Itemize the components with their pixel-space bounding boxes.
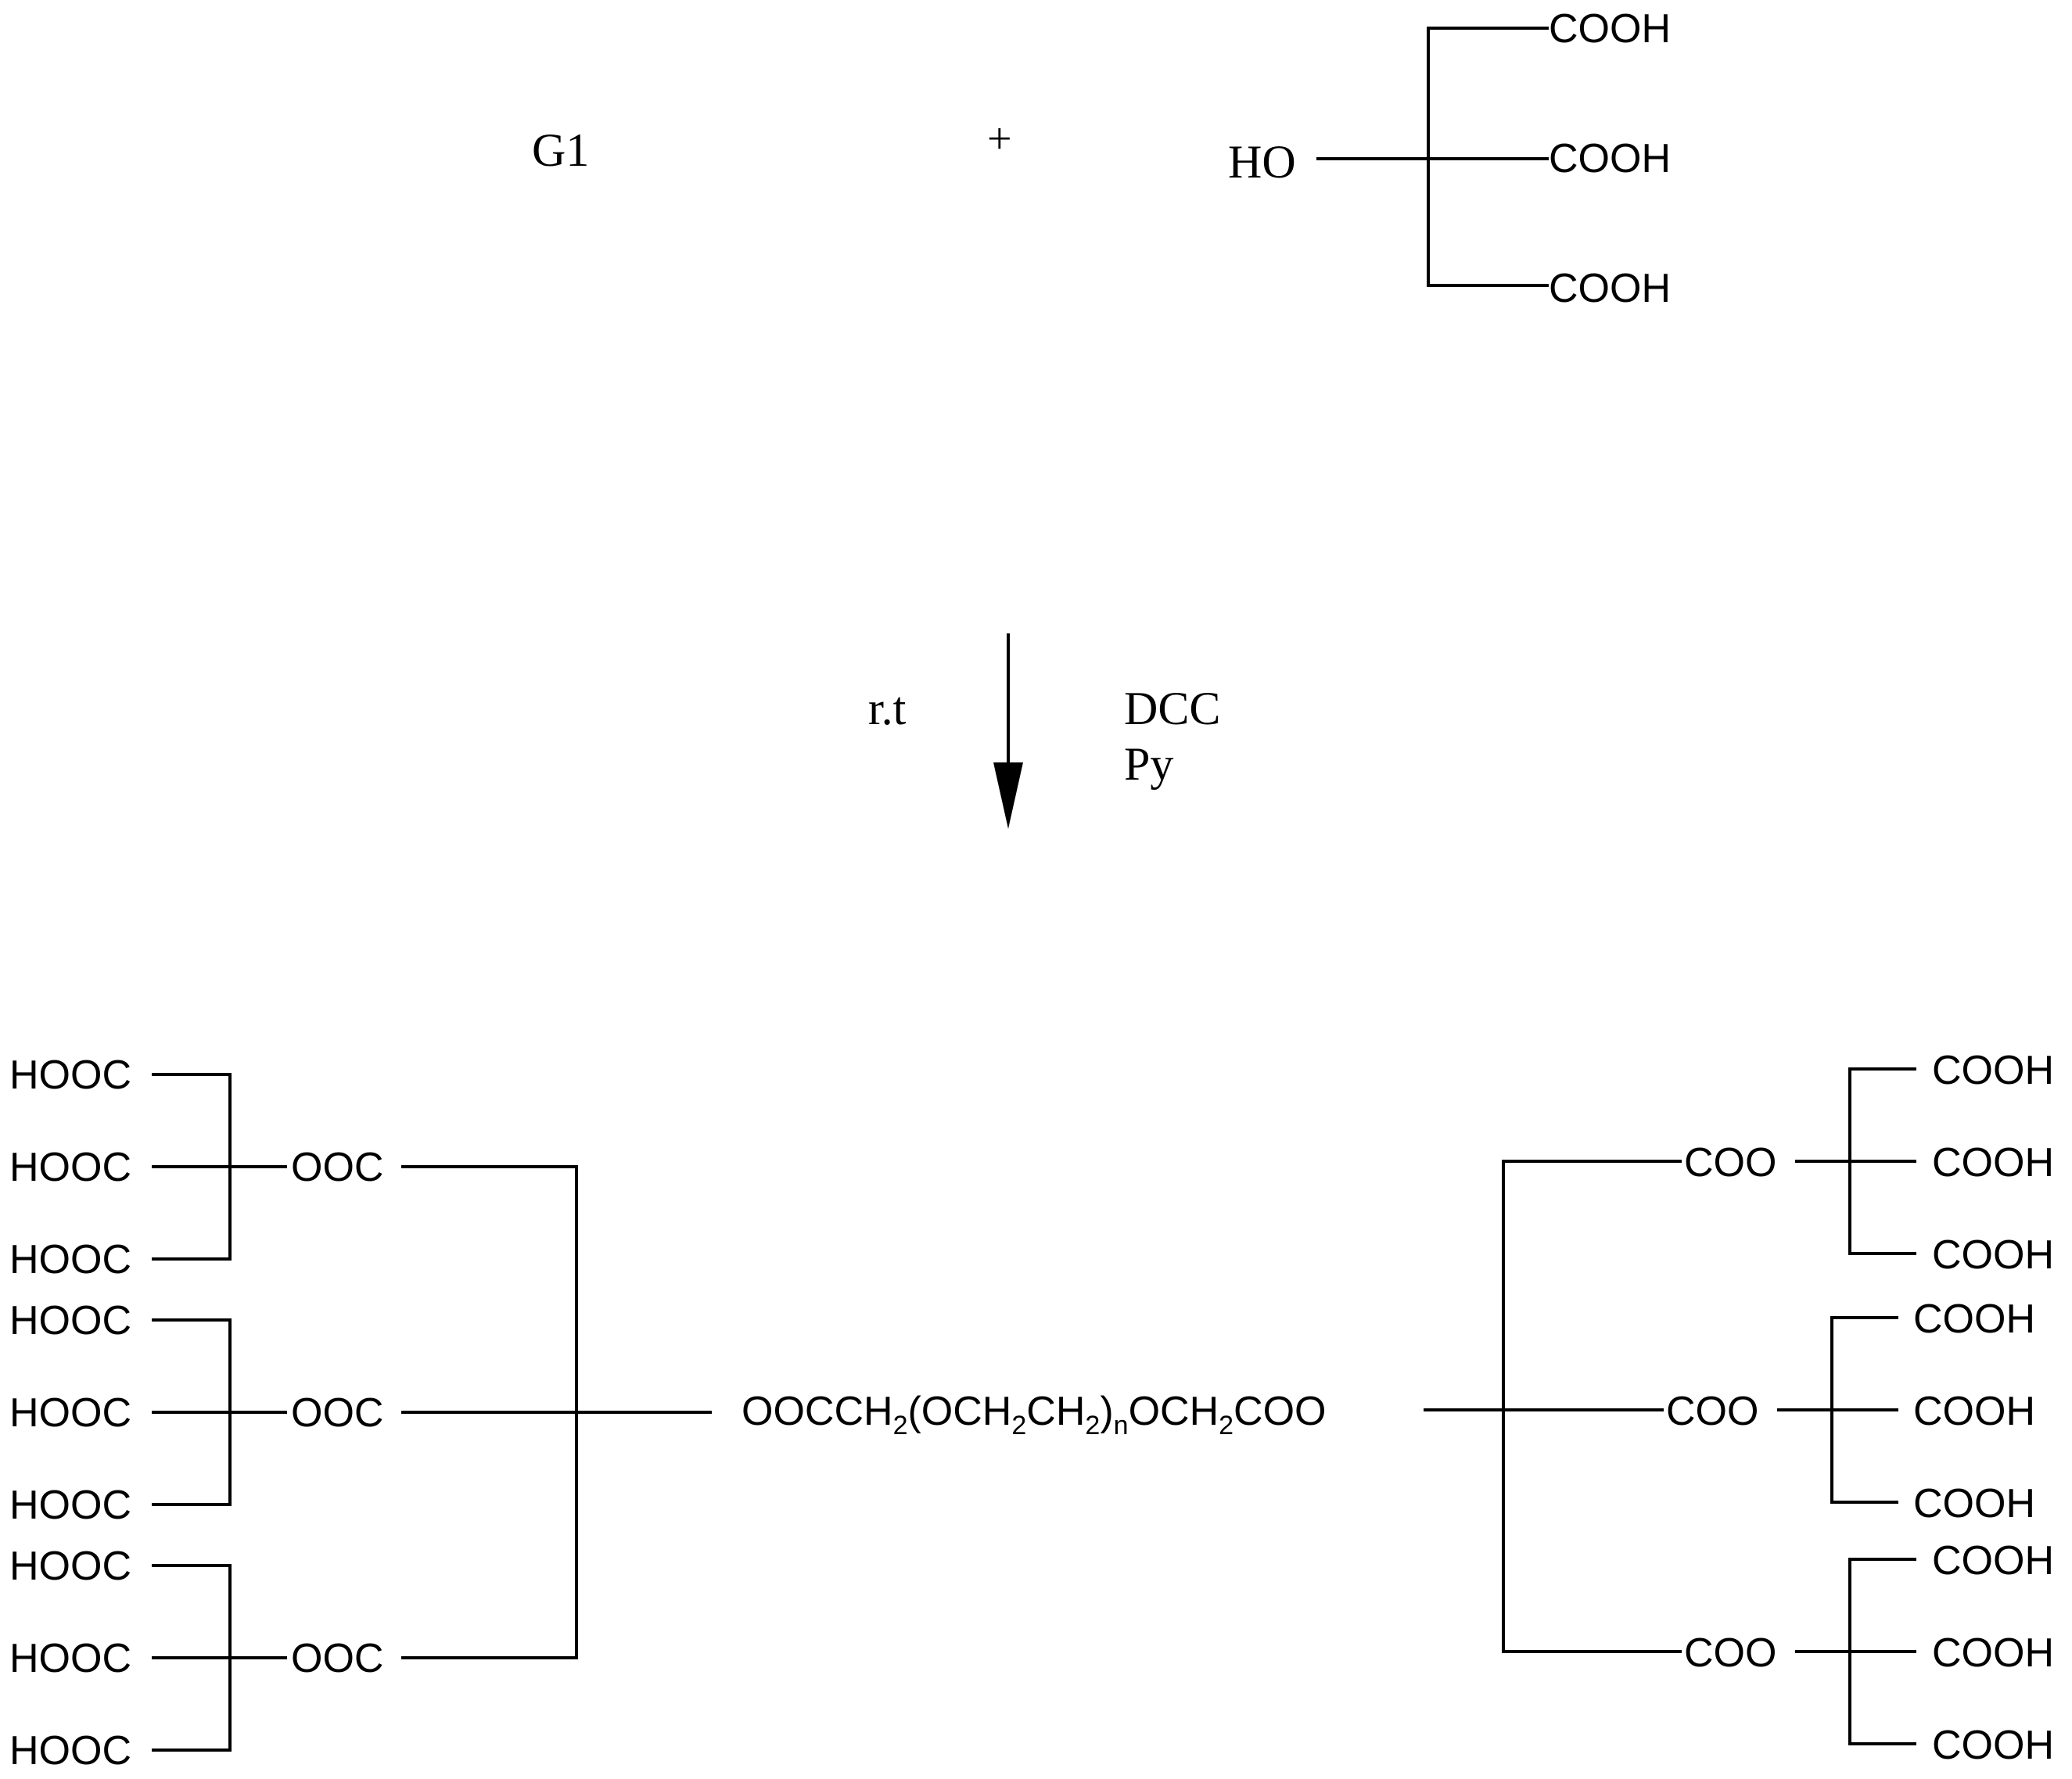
reaction-arrow-group: r.t DCC Py [868,633,1220,829]
cooh-label: COOH [1913,1297,2035,1342]
left-branch: OOC HOOC HOOC HOOC [9,1298,383,1528]
ester-label: COO [1666,1389,1758,1434]
right-branch: COO COOH COOH COOH [1666,1297,2035,1526]
cooh-label: COOH [1549,266,1671,311]
ester-label: COO [1684,1630,1776,1676]
reactants: G1 + HO COOH COOH COOH [532,6,1671,311]
cooh-label: COOH [1932,1538,2054,1584]
hooc-label: HOOC [9,1298,131,1343]
cooh-label: COOH [1932,1140,2054,1185]
cooh-label: COOH [1549,136,1671,181]
g1-label: G1 [532,124,589,176]
right-branch: COO COOH COOH COOH [1684,1048,2054,1278]
left-branch: OOC HOOC HOOC HOOC [9,1544,383,1774]
hooc-label: HOOC [9,1728,131,1774]
cooh-label: COOH [1549,6,1671,52]
hooc-label: HOOC [9,1390,131,1436]
arrow-head-icon [993,762,1023,829]
citric-acid-reactant: HO COOH COOH COOH [1228,6,1671,311]
ester-label: COO [1684,1140,1776,1185]
left-branch: OOC HOOC HOOC HOOC [9,1053,383,1282]
condition-temperature: r.t [868,683,907,734]
hooc-label: HOOC [9,1483,131,1528]
product: OOCCH2(OCH2CH2)nOCH2COO OOC HOOC HOOC HO… [9,1048,2054,1774]
right-hub [1424,1160,1682,1653]
ester-label: OOC [291,1390,383,1436]
right-branch: COO COOH COOH COOH [1684,1538,2054,1768]
condition-reagent-dcc: DCC [1124,683,1220,734]
plus-sign: + [987,115,1012,163]
hooc-label: HOOC [9,1544,131,1589]
condition-reagent-py: Py [1124,738,1173,790]
hooc-label: HOOC [9,1053,131,1098]
cooh-label: COOH [1913,1389,2035,1434]
ester-label: OOC [291,1145,383,1190]
cooh-label: COOH [1932,1048,2054,1093]
ho-label: HO [1228,136,1296,188]
hooc-label: HOOC [9,1145,131,1190]
cooh-label: COOH [1913,1481,2035,1526]
left-hub [401,1165,712,1659]
cooh-label: COOH [1932,1232,2054,1278]
hooc-label: HOOC [9,1636,131,1681]
ester-label: OOC [291,1636,383,1681]
hooc-label: HOOC [9,1237,131,1282]
cooh-label: COOH [1932,1723,2054,1768]
peg-core-label: OOCCH2(OCH2CH2)nOCH2COO [742,1389,1327,1440]
cooh-label: COOH [1932,1630,2054,1676]
